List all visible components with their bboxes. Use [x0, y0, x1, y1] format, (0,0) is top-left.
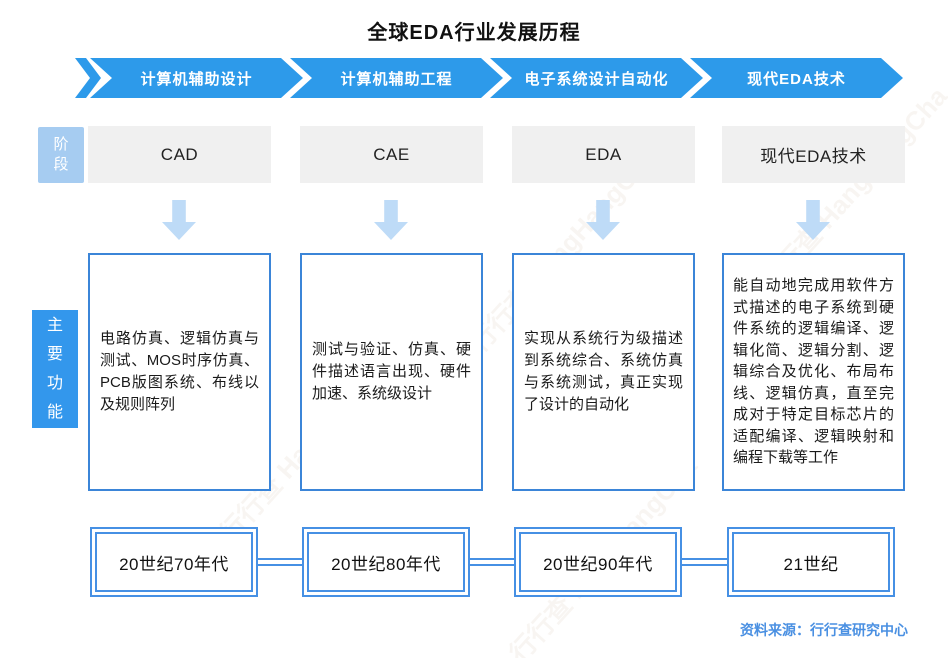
down-arrow-icon — [162, 200, 196, 240]
timeline-box-1980s: 20世纪80年代 — [302, 527, 470, 597]
banner-cad: 计算机辅助设计 — [90, 58, 303, 98]
timeline-box-1990s: 20世纪90年代 — [514, 527, 682, 597]
banner-cae: 计算机辅助工程 — [290, 58, 503, 98]
data-source: 资料来源：行行查研究中心 — [740, 622, 908, 638]
function-box-cad: 电路仿真、逻辑仿真与测试、MOS时序仿真、PCB版图系统、布线以及规则阵列 — [88, 253, 271, 491]
function-box-cae: 测试与验证、仿真、硬件描述语言出现、硬件加速、系统级设计 — [300, 253, 483, 491]
down-arrow-icon — [586, 200, 620, 240]
timeline-text: 20世纪80年代 — [307, 532, 465, 592]
timeline-text: 20世纪70年代 — [95, 532, 253, 592]
function-text: 测试与验证、仿真、硬件描述语言出现、硬件加速、系统级设计 — [312, 341, 471, 402]
banner-modern-eda: 现代EDA技术 — [690, 58, 903, 98]
stage-box-cad: CAD — [88, 126, 271, 183]
timeline-box-1970s: 20世纪70年代 — [90, 527, 258, 597]
timeline-connector — [682, 558, 727, 566]
stage-row-label: 阶段 — [38, 127, 84, 183]
function-text: 电路仿真、逻辑仿真与测试、MOS时序仿真、PCB版图系统、布线以及规则阵列 — [100, 330, 259, 413]
banner-eda: 电子系统设计自动化 — [490, 58, 703, 98]
page-title: 全球EDA行业发展历程 — [367, 22, 581, 44]
timeline-text: 20世纪90年代 — [519, 532, 677, 592]
functions-row-label-text: 主要功能 — [46, 317, 63, 421]
down-arrow-icon — [796, 200, 830, 240]
stage-box-eda: EDA — [512, 126, 695, 183]
functions-row-label: 主要功能 — [32, 310, 78, 428]
stage-box-modern-eda: 现代EDA技术 — [722, 126, 905, 183]
timeline-connector — [258, 558, 302, 566]
timeline-connector — [470, 558, 514, 566]
stage-row-label-text: 阶段 — [53, 136, 69, 173]
function-text: 实现从系统行为级描述到系统综合、系统仿真与系统测试，真正实现了设计的自动化 — [524, 330, 683, 413]
down-arrow-icon — [374, 200, 408, 240]
function-text: 能自动地完成用软件方式描述的电子系统到硬件系统的逻辑编译、逻辑化简、逻辑分割、逻… — [733, 277, 894, 467]
function-box-eda: 实现从系统行为级描述到系统综合、系统仿真与系统测试，真正实现了设计的自动化 — [512, 253, 695, 491]
timeline-text: 21世纪 — [732, 532, 890, 592]
function-box-modern-eda: 能自动地完成用软件方式描述的电子系统到硬件系统的逻辑编译、逻辑化简、逻辑分割、逻… — [722, 253, 905, 491]
timeline-box-21st: 21世纪 — [727, 527, 895, 597]
stage-box-cae: CAE — [300, 126, 483, 183]
